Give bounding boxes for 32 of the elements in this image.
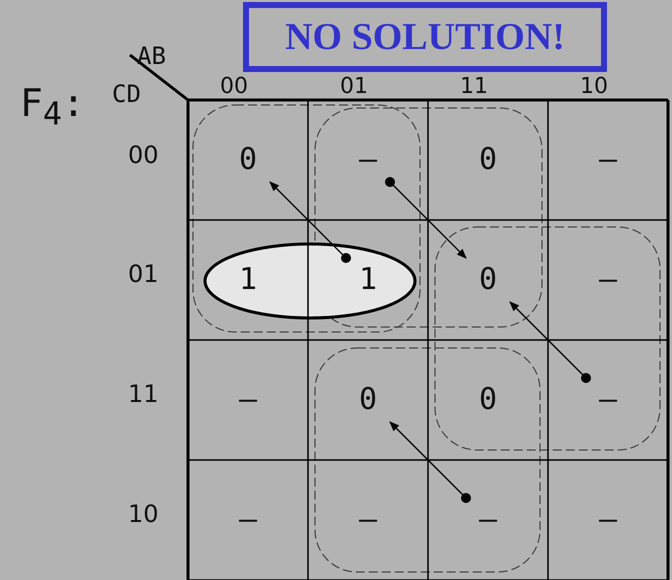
cell-value: — [226,498,270,542]
arrow [389,421,471,503]
cell-value: — [586,138,630,182]
row-header: 01 [128,262,159,286]
row-header: 11 [128,382,159,406]
cell-value: — [346,498,390,542]
arrow [385,177,467,259]
cell-value: — [586,258,630,302]
cell-value: 0 [226,138,270,182]
cell-value: 1 [226,258,270,302]
banner-box: NO SOLUTION! [243,2,607,72]
cell-value: 0 [466,378,510,422]
cell-value: 0 [466,138,510,182]
cell-value: — [226,378,270,422]
arrow [509,301,591,383]
cell-value: 1 [346,258,390,302]
cell-value: 0 [346,378,390,422]
cell-value: 0 [466,258,510,302]
arrow [269,181,351,263]
variable-label: CD [112,82,141,106]
function-label: F$_{4}$: [20,84,85,132]
column-header: 11 [460,76,488,98]
cell-value: — [586,378,630,422]
cell-value: — [346,138,390,182]
cell-value: — [586,498,630,542]
column-header: 10 [580,76,608,98]
column-header: 01 [340,76,368,98]
variable-label: AB [137,44,166,68]
row-header: 10 [128,502,159,526]
row-header: 00 [128,143,159,167]
column-header: 00 [220,76,248,98]
cell-value: — [466,498,510,542]
